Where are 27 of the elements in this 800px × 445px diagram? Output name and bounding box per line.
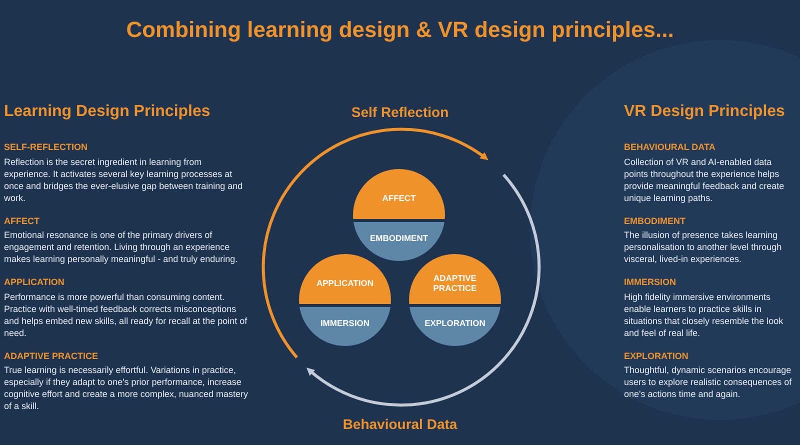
- section-heading: EXPLORATION: [624, 350, 690, 362]
- section-heading: APPLICATION: [4, 276, 66, 289]
- title: Combining learning design & VR design principles...: [125, 16, 675, 44]
- section-paragraph: Thoughtful, dynamic scenarios encourage users to explore realistic consequences of one's actions time and again.: [624, 364, 793, 400]
- section-paragraph: Collection of VR and AI-enabled data points throughout the experience helps provide meaningful feedback and create unique learning paths.: [624, 156, 786, 204]
- section-heading: ADAPTIVE PRACTICE: [4, 350, 100, 362]
- cycle-label: Behavioural Data: [342, 415, 458, 434]
- section-heading: BEHAVIOURAL DATA: [624, 141, 716, 154]
- section-heading: SELF-REFLECTION: [4, 141, 88, 154]
- section-paragraph: The illusion of presence takes learning personalisation to another level through visceral, lived-in experiences.: [624, 229, 783, 265]
- vr-principle-segment: EMBODIMENT: [353, 222, 445, 261]
- column-heading: VR Design Principles: [624, 102, 786, 122]
- vr-principle-segment: IMMERSION: [299, 307, 391, 346]
- vr-principle-segment: EXPLORATION: [409, 307, 501, 346]
- section-paragraph: Performance is more powerful than consuming content. Practice with well-timed feedback corrects misconceptions and helps embed new skills, all ready for recall at the point of need.: [4, 290, 248, 338]
- section-paragraph: High fidelity immersive environments enable learners to practice skills in situations that closely resemble the look and feel of real life.: [624, 290, 784, 338]
- section-heading: EMBODIMENT: [624, 214, 686, 228]
- section-heading: AFFECT: [4, 214, 40, 228]
- column-heading: Learning Design Principles: [4, 102, 212, 122]
- learning-principle-segment: AFFECT: [353, 169, 445, 219]
- learning-principle-segment: APPLICATION: [299, 254, 391, 304]
- cycle-label: Self Reflection: [350, 103, 450, 122]
- learning-principle-segment: ADAPTIVE PRACTICE: [409, 254, 501, 304]
- section-paragraph: Emotional resonance is one of the primary drivers of engagement and retention. Living through an experience makes learning personally meaningful - and truly enduring.: [4, 229, 239, 265]
- section-paragraph: True learning is necessarily effortful. Variations in practice, especially if they adapt to one's prior performance, increase cognitive effort and create a more complex, nuanced mastery of a skill.: [4, 364, 249, 412]
- section-paragraph: Reflection is the secret ingredient in learning from experience. It activates several key learning processes at once and bridges the ever-elusive gap between training and work.: [4, 156, 244, 204]
- section-heading: IMMERSION: [624, 276, 678, 289]
